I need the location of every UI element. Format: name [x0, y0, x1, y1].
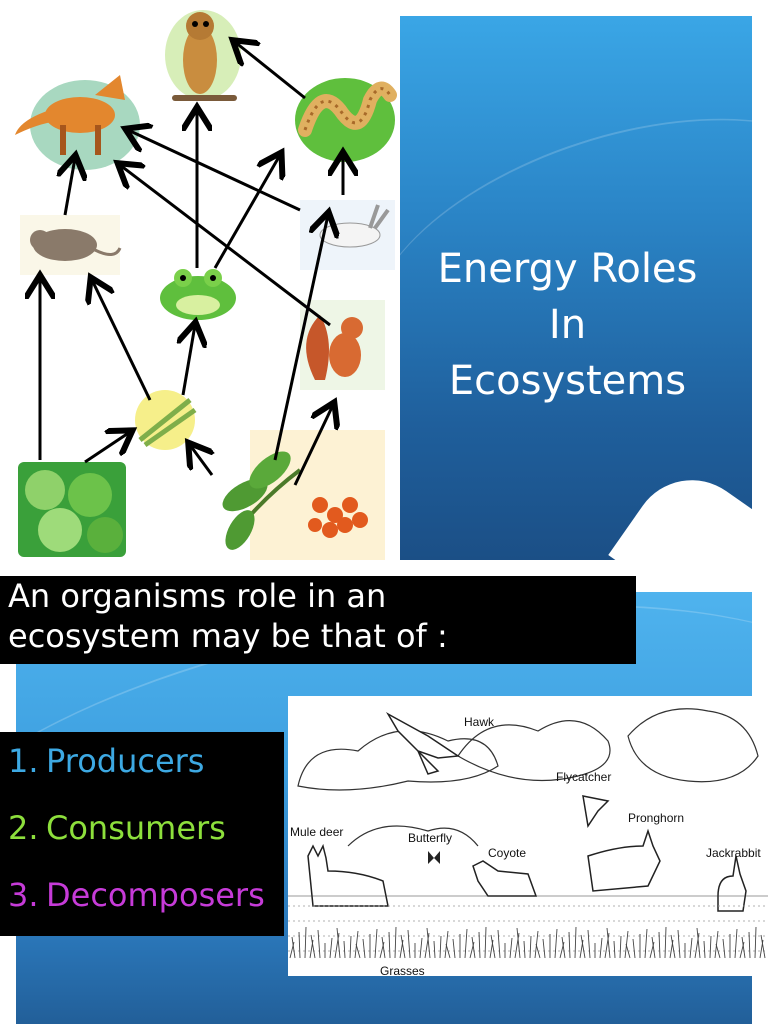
hawk-icon — [385, 712, 461, 775]
role-number: 1. — [8, 742, 39, 780]
caption-line-1: An organisms role in an — [8, 577, 387, 615]
role-number: 3. — [8, 876, 39, 914]
roles-list: 1.Producers 2.Consumers 3.Decomposers — [0, 732, 284, 936]
habitat-labels: Hawk Flycatcher Pronghorn Mule deer Butt… — [290, 715, 761, 976]
butterfly-icon — [428, 851, 440, 864]
flycatcher-icon — [582, 795, 610, 828]
grassland-illustration: Hawk Flycatcher Pronghorn Mule deer Butt… — [288, 696, 768, 976]
role-label: Consumers — [46, 809, 226, 847]
leafy-plant-icon — [18, 462, 126, 557]
label-butterfly: Butterfly — [408, 831, 452, 845]
cloud-outlines — [297, 708, 759, 847]
label-coyote: Coyote — [488, 846, 526, 860]
label-pronghorn: Pronghorn — [628, 811, 684, 825]
role-label: Decomposers — [46, 876, 265, 914]
food-web-diagram — [15, 10, 397, 560]
fox-icon — [15, 75, 140, 170]
mouse-icon — [20, 215, 122, 275]
caption-line-2: ecosystem may be that of : — [8, 617, 448, 655]
role-label: Producers — [46, 742, 205, 780]
coyote-icon — [472, 860, 538, 897]
owl-icon — [165, 10, 241, 101]
pronghorn-icon — [587, 828, 661, 892]
grass-blades — [289, 926, 766, 959]
grasshopper-icon — [135, 390, 197, 450]
mule-deer-icon — [307, 843, 389, 907]
title-slide: Energy Roles In Ecosystems — [400, 16, 752, 560]
label-mule-deer: Mule deer — [290, 825, 343, 839]
frog-icon — [160, 269, 236, 320]
role-number: 2. — [8, 809, 39, 847]
role-item-decomposers: 3.Decomposers — [8, 876, 265, 914]
label-grasses: Grasses — [380, 964, 425, 976]
label-jackrabbit: Jackrabbit — [706, 846, 761, 860]
rabbit-icon — [300, 200, 395, 270]
slide-title: Energy Roles In Ecosystems — [437, 246, 698, 404]
food-web-arrows — [40, 42, 343, 486]
berry-branch-icon — [222, 430, 385, 560]
role-item-producers: 1.Producers — [8, 742, 204, 780]
snake-icon — [295, 78, 397, 162]
squirrel-icon — [300, 300, 385, 390]
role-item-consumers: 2.Consumers — [8, 809, 226, 847]
grass-field — [288, 895, 768, 952]
label-flycatcher: Flycatcher — [556, 770, 611, 784]
decorative-corner — [608, 456, 752, 560]
jackrabbit-icon — [717, 855, 747, 912]
caption-box: An organisms role in an ecosystem may be… — [0, 576, 636, 664]
label-hawk: Hawk — [464, 715, 495, 729]
